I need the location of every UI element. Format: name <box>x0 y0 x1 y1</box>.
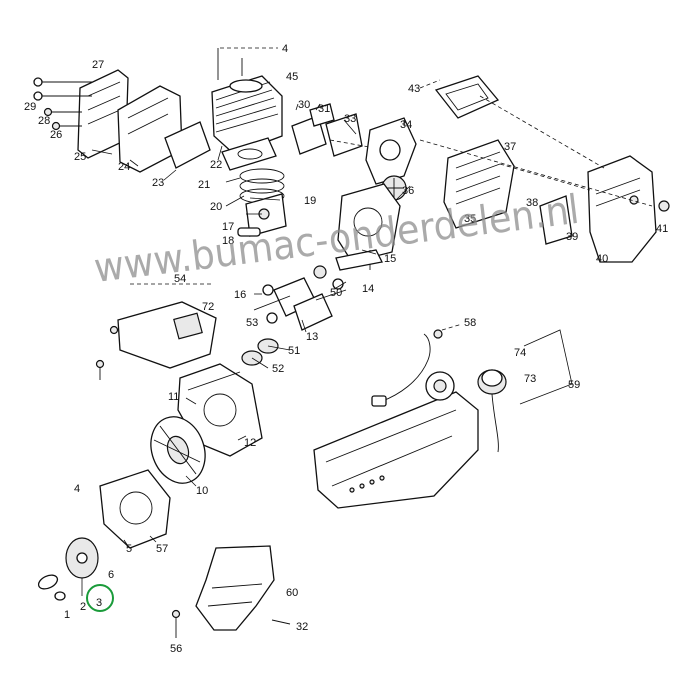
muffler-bracket-part <box>164 121 211 169</box>
guide-lines-top <box>419 79 653 207</box>
label-52: 52 <box>272 363 284 375</box>
label-40: 40 <box>596 253 608 265</box>
label-45: 45 <box>286 71 298 83</box>
exhaust-muffler-part <box>313 371 479 509</box>
label-25: 25 <box>74 151 86 163</box>
fuel-line-part <box>371 333 431 407</box>
label-4-top: 4 <box>282 43 288 55</box>
starter-pulley-part <box>65 537 99 579</box>
label-2: 2 <box>80 601 86 613</box>
label-74: 74 <box>514 347 526 359</box>
label-5: 5 <box>126 543 132 555</box>
label-27: 27 <box>92 59 104 71</box>
label-30: 30 <box>298 99 310 111</box>
label-37: 37 <box>504 141 516 153</box>
label-1: 1 <box>64 609 70 621</box>
starter-handle-part <box>37 574 66 601</box>
piston-pin-part <box>237 227 261 237</box>
label-73: 73 <box>524 373 536 385</box>
cover-screw-part <box>658 200 670 212</box>
air-filter-gasket-part <box>434 75 500 119</box>
label-4-bottom: 4 <box>74 483 80 495</box>
label-34: 34 <box>400 119 412 131</box>
muffler-bolt-part <box>433 323 463 339</box>
label-57: 57 <box>156 543 168 555</box>
label-58: 58 <box>464 317 476 329</box>
label-28: 28 <box>38 115 50 127</box>
cylinder-gasket-part <box>221 137 277 171</box>
label-60: 60 <box>286 587 298 599</box>
guard-screws <box>171 609 291 638</box>
fan-housing-part <box>99 469 171 549</box>
long-bolts-part <box>33 77 92 131</box>
carburetor-part <box>365 117 417 201</box>
fan-cover-screws <box>95 325 119 380</box>
label-53: 53 <box>246 317 258 329</box>
label-18: 18 <box>222 235 234 247</box>
label-26: 26 <box>50 129 62 141</box>
group-bracket-59 <box>519 329 573 405</box>
air-filter-bolt-part <box>335 249 383 271</box>
handle-guard-part <box>195 545 275 631</box>
label-35: 35 <box>464 213 476 225</box>
label-72: 72 <box>202 301 214 313</box>
label-6: 6 <box>108 569 114 581</box>
crankshaft-part <box>253 265 347 331</box>
label-41: 41 <box>656 223 668 235</box>
label-3: 3 <box>96 597 102 609</box>
label-10: 10 <box>196 485 208 497</box>
air-filter-base-part <box>337 183 401 263</box>
fuel-cap-part <box>477 369 507 453</box>
label-15: 15 <box>384 253 396 265</box>
label-17: 17 <box>222 221 234 233</box>
label-39: 39 <box>566 231 578 243</box>
fan-cover-part <box>117 283 217 369</box>
label-33: 33 <box>344 113 356 125</box>
label-13: 13 <box>306 331 318 343</box>
label-19: 19 <box>304 195 316 207</box>
cylinder-part <box>211 47 283 155</box>
label-22: 22 <box>210 159 222 171</box>
flywheel-part <box>150 416 206 484</box>
label-14: 14 <box>362 283 374 295</box>
watermark-text: www.bumac-onderdelen.nl <box>92 187 582 292</box>
label-31: 31 <box>318 103 330 115</box>
label-43: 43 <box>408 83 420 95</box>
label-11: 11 <box>168 391 179 403</box>
label-38: 38 <box>526 197 538 209</box>
label-32: 32 <box>296 621 308 633</box>
label-54: 54 <box>174 273 186 285</box>
air-filter-cover-part <box>587 155 657 263</box>
label-23: 23 <box>152 177 164 189</box>
leader-lines <box>81 103 411 596</box>
filter-sponge-part <box>539 195 573 245</box>
part-3-highlight-circle <box>86 584 114 612</box>
label-20: 20 <box>210 201 222 213</box>
label-16: 16 <box>234 289 246 301</box>
label-12: 12 <box>244 437 256 449</box>
label-59: 59 <box>568 379 580 391</box>
part-number-labels: 4 45 27 29 28 26 25 24 23 22 30 31 33 34… <box>24 43 668 655</box>
label-56: 56 <box>170 643 182 655</box>
label-50: 50 <box>330 287 342 299</box>
label-24: 24 <box>118 161 130 173</box>
piston-part <box>245 193 287 237</box>
label-21: 21 <box>198 179 210 191</box>
label-29: 29 <box>24 101 36 113</box>
label-36: 36 <box>402 185 414 197</box>
label-51: 51 <box>288 345 300 357</box>
